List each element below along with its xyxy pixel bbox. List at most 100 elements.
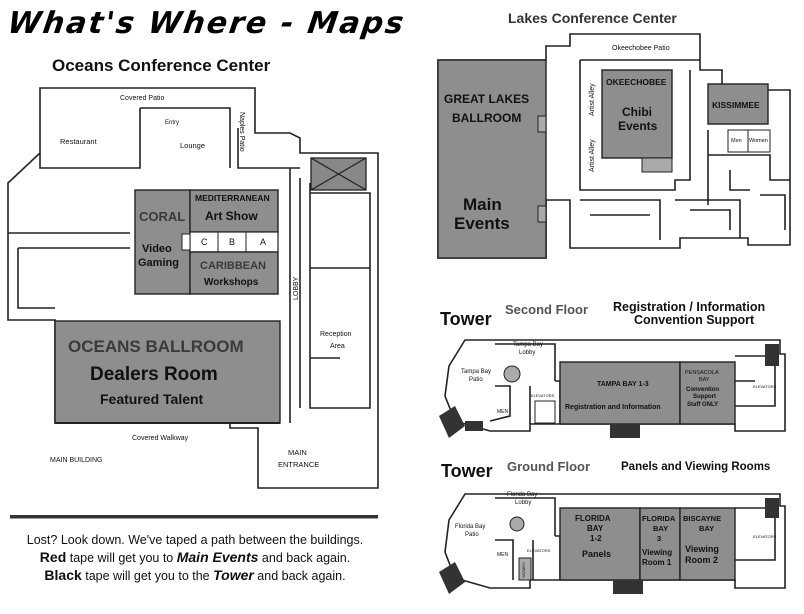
covered-walkway-label: Covered Walkway <box>132 435 189 442</box>
viewing-1-label-2: Room 1 <box>642 558 672 567</box>
caribbean-room <box>189 251 279 295</box>
tampa-bay-room <box>559 361 681 425</box>
oceans-ballroom-label: OCEANS BALLROOM <box>68 337 244 356</box>
covered-patio-label: Covered Patio <box>120 95 164 102</box>
elevators-left-label: ELEVATORS <box>531 393 555 398</box>
footer-line-1: Lost? Look down. We've taped a path betw… <box>26 533 364 547</box>
great-lakes-label-2: BALLROOM <box>452 111 521 125</box>
video-gaming-label-2: Gaming <box>138 257 179 269</box>
men-label: Men <box>731 138 742 144</box>
florida-3-label-3: 3 <box>657 534 661 543</box>
lounge-label: Lounge <box>180 141 205 150</box>
great-lakes-ballroom <box>437 59 547 259</box>
florida-bay-12-room <box>559 507 641 581</box>
caribbean-label: CARIBBEAN <box>200 260 266 272</box>
footer-line-2: Red tape will get you to Main Events and… <box>10 549 380 567</box>
art-show-label: Art Show <box>205 209 258 223</box>
lobby-label: LOBBY <box>293 276 300 300</box>
room-a-label: A <box>260 237 266 247</box>
biscayne-label-1: BISCAYNE <box>683 514 721 523</box>
kissimmee-room <box>707 83 769 125</box>
tower-second-heading-2: Convention Support <box>634 313 755 327</box>
tampa-lobby-label-2: Lobby <box>519 350 535 356</box>
footer-line-2a: tape will get you to <box>66 551 177 565</box>
restaurant-label: Restaurant <box>60 137 98 146</box>
kissimmee-label: KISSIMMEE <box>712 100 760 110</box>
men-label: MEN <box>497 409 509 415</box>
tower-ground-heading: Panels and Viewing Rooms <box>621 461 771 473</box>
florida-lobby-label-2: Lobby <box>515 500 531 506</box>
support-label-3: Staff ONLY <box>687 402 718 408</box>
main-events-label-2: Events <box>454 214 510 233</box>
women-label: Women <box>749 138 768 144</box>
featured-talent-label: Featured Talent <box>100 391 204 407</box>
tampa-lobby-label-1: Tampa Bay <box>513 342 543 348</box>
tampa-patio-label-1: Tampa Bay <box>461 369 491 375</box>
entry-label: Entry <box>165 120 179 126</box>
mediterranean-label: MEDITERRANEAN <box>195 193 270 203</box>
viewing-1-label-1: Viewing <box>642 548 672 557</box>
tower-second-tower: Tower <box>440 309 492 329</box>
naples-patio-label: Naples Patio <box>238 112 245 152</box>
mediterranean-room <box>189 189 279 233</box>
men-label: MEN <box>497 552 509 558</box>
footer-line-3: Black tape will get you to the Tower and… <box>10 567 380 585</box>
oceans-outline <box>7 87 379 489</box>
main-label: MAIN <box>288 448 307 457</box>
chibi-label-2: Events <box>618 119 658 133</box>
tampa-patio-label-2: Patio <box>469 377 483 383</box>
artist-alley-label-1: Artist Alley <box>589 83 596 116</box>
okeechobee-room <box>601 69 673 159</box>
entrance-label: ENTRANCE <box>278 460 319 469</box>
support-label-1: Convention <box>686 387 719 393</box>
florida-12-label-1: FLORIDA <box>575 514 611 523</box>
lakes-title: Lakes Conference Center <box>508 10 677 26</box>
footer-line-3a: tape will get you to the <box>81 569 214 583</box>
elevators-left-label: ELEVATORS <box>527 548 551 553</box>
florida-12-label-3: 1-2 <box>590 534 602 543</box>
elevators-right-label: ELEVATORS <box>753 384 777 389</box>
panels-label: Panels <box>582 549 611 559</box>
florida-lobby-label-1: Florida Bay <box>507 492 537 498</box>
pensacola-room <box>679 361 736 425</box>
oceans-map: Covered Patio Entry Restaurant Lounge Na… <box>7 87 379 489</box>
support-label-2: Support <box>693 394 716 400</box>
main-building-label: MAIN BUILDING <box>50 457 103 464</box>
footer-line-2b: and back again. <box>258 551 351 565</box>
lakes-map: Okeechobee Patio GREAT LAKES BALLROOM Ma… <box>437 33 791 259</box>
biscayne-bay-room <box>679 507 736 581</box>
tampa-bay-label: TAMPA BAY 1-3 <box>597 381 649 388</box>
biscayne-label-2: BAY <box>699 524 714 533</box>
florida-bay-3-room <box>639 507 681 581</box>
florida-patio-label-1: Florida Bay <box>455 524 485 530</box>
viewing-2-label-1: Viewing <box>685 544 719 554</box>
elevators-right-label: ELEVATORS <box>753 534 777 539</box>
oceans-title: Oceans Conference Center <box>52 56 271 75</box>
main-events-label-1: Main <box>463 195 502 214</box>
room-c-label: C <box>201 237 208 247</box>
tower-ground-map: Florida Bay Lobby Florida Bay Patio MEN … <box>439 492 786 594</box>
video-gaming-label-1: Video <box>142 243 172 255</box>
footer-divider <box>10 515 378 519</box>
coral-label: CORAL <box>139 209 185 224</box>
florida-12-label-2: BAY <box>587 524 604 533</box>
pensacola-label-1: PENSACOLA <box>685 370 719 376</box>
footer-black: Black <box>44 567 82 583</box>
tower-ground-tower: Tower <box>441 461 493 481</box>
great-lakes-label-1: GREAT LAKES <box>444 92 529 106</box>
artist-alley-label-2: Artist Alley <box>589 139 596 172</box>
footer-main-events: Main Events <box>176 549 259 565</box>
viewing-2-label-2: Room 2 <box>685 555 718 565</box>
footer-line-3b: and back again. <box>253 569 346 583</box>
workshops-label: Workshops <box>204 277 259 288</box>
florida-3-label-2: BAY <box>653 524 668 533</box>
room-b-label: B <box>229 237 235 247</box>
footer-tower: Tower <box>213 567 254 583</box>
dealers-room-label: Dealers Room <box>90 364 218 385</box>
footer-red: Red <box>39 549 67 565</box>
tower-second-map: Tampa Bay Patio Tampa Bay Lobby ELEVATOR… <box>439 339 786 438</box>
tower-ground-floor: Ground Floor <box>507 459 591 474</box>
pensacola-label-2: BAY <box>699 377 710 383</box>
tower-second-heading-1: Registration / Information <box>613 300 766 314</box>
okeechobee-label: OKEECHOBEE <box>606 77 667 87</box>
